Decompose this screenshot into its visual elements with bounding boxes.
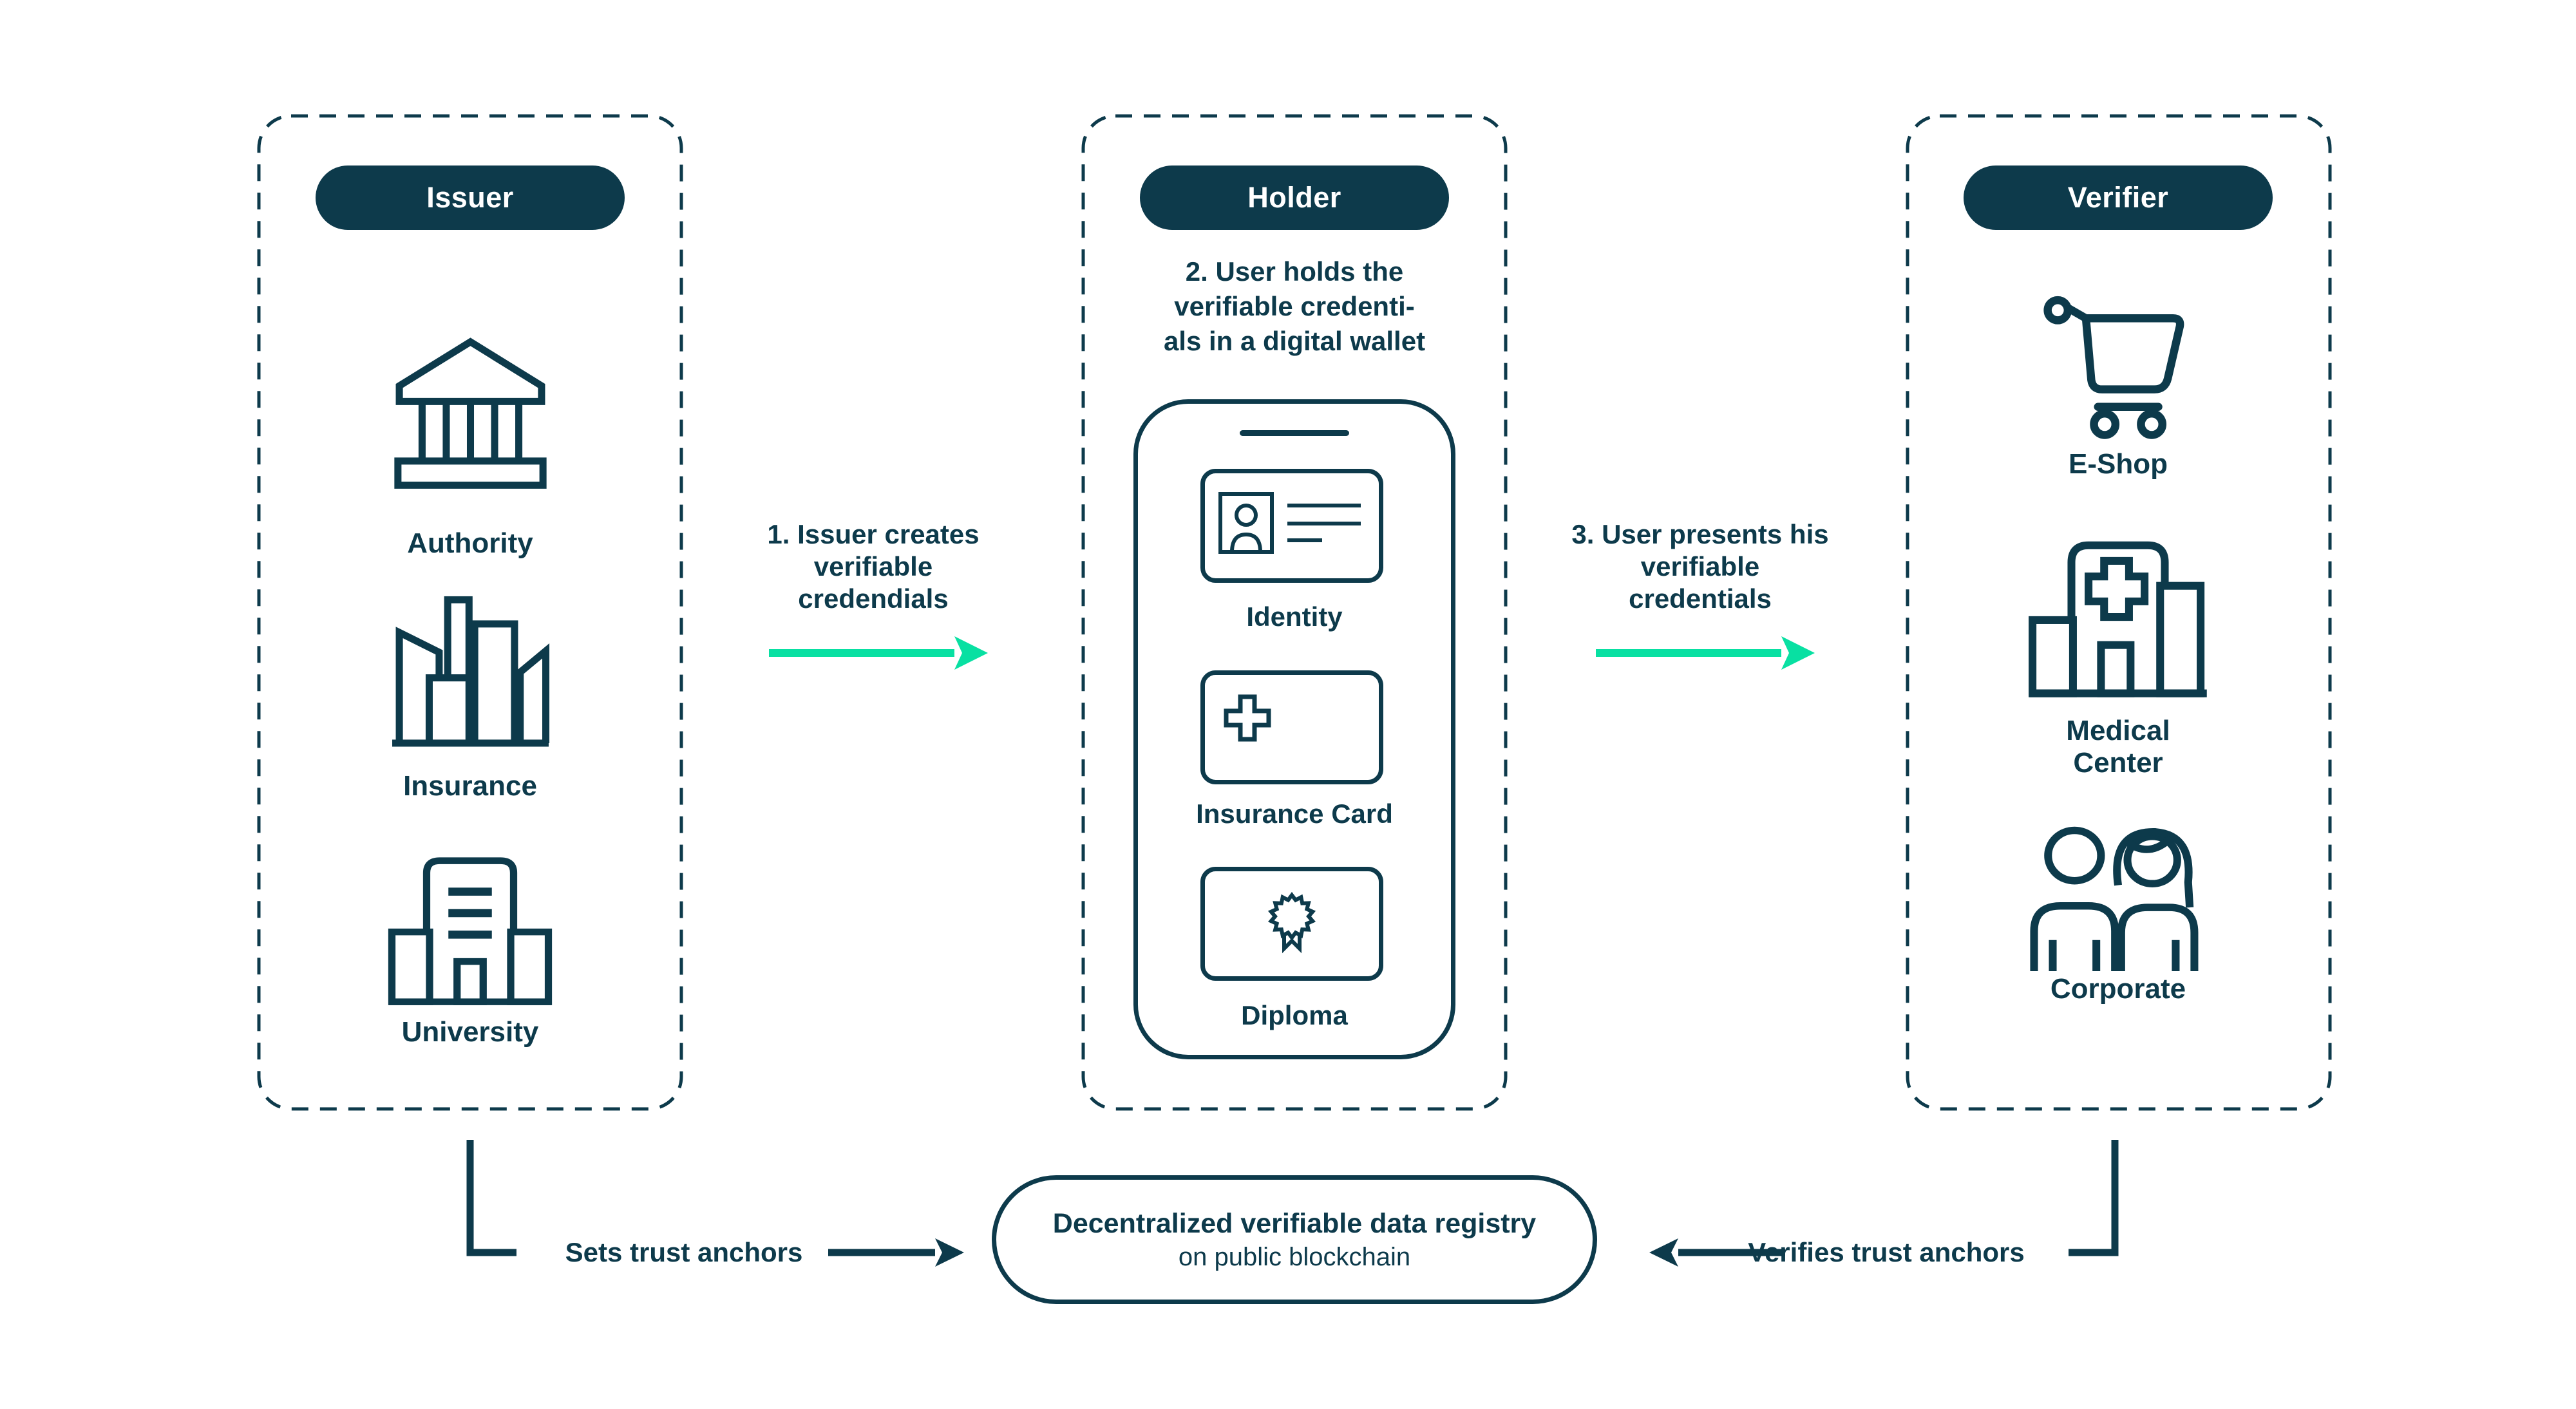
verifier-item-eshop-label: E-Shop bbox=[2069, 448, 2168, 480]
issuer-registry-connector bbox=[466, 1140, 516, 1256]
verifier-panel-border bbox=[1906, 114, 2332, 1111]
shopping-cart-icon bbox=[2043, 296, 2184, 439]
step3-text: 3. User presents his verifiable credenti… bbox=[1571, 518, 1828, 615]
verifier-badge: Verifier bbox=[1964, 165, 2273, 230]
medical-cross-card-icon bbox=[1200, 670, 1383, 784]
step1-text-line: verifiable bbox=[813, 551, 933, 582]
step3-arrowhead-icon bbox=[1781, 636, 1815, 670]
digital-wallet-phone: Identity Insurance Card Diploma bbox=[1133, 399, 1455, 1059]
registry-subtitle: on public blockchain bbox=[1178, 1243, 1411, 1271]
step3-text-line: verifiable bbox=[1640, 551, 1760, 582]
issuer-item-insurance-label: Insurance bbox=[403, 770, 537, 802]
university-building-icon bbox=[388, 857, 553, 1005]
wallet-card-identity-label: Identity bbox=[1246, 601, 1343, 632]
holder-step2-note-line: 2. User holds the bbox=[1185, 256, 1404, 287]
rosette-seal-icon bbox=[1267, 892, 1316, 941]
verifies-trust-anchors-arrowhead-icon bbox=[1649, 1238, 1678, 1267]
verifies-trust-anchors-label: Verifies trust anchors bbox=[1748, 1237, 2025, 1267]
verifier-item-medical-label: Medical Center bbox=[2066, 715, 2170, 779]
bank-icon bbox=[394, 337, 547, 489]
city-buildings-icon bbox=[392, 596, 550, 747]
step3-text-line: 3. User presents his bbox=[1571, 519, 1829, 549]
sets-trust-anchors-label: Sets trust anchors bbox=[565, 1237, 803, 1267]
step1-text-line: credendials bbox=[798, 583, 949, 614]
issuer-badge: Issuer bbox=[316, 165, 625, 230]
holder-step2-note-line: verifiable credenti- bbox=[1174, 291, 1415, 321]
issuer-panel-border bbox=[257, 114, 683, 1111]
holder-step2-note-line: als in a digital wallet bbox=[1163, 326, 1426, 356]
step1-arrowhead-icon bbox=[954, 636, 988, 670]
holder-panel-border bbox=[1081, 114, 1508, 1111]
hospital-icon bbox=[2029, 541, 2207, 697]
people-icon bbox=[2030, 826, 2199, 971]
registry-title: Decentralized verifiable data registry bbox=[1052, 1208, 1537, 1239]
step3-text-line: credentials bbox=[1629, 583, 1772, 614]
holder-step2-note: 2. User holds the verifiable credenti- a… bbox=[1164, 254, 1425, 359]
step1-text-line: 1. Issuer creates bbox=[767, 519, 980, 549]
verifier-item-corporate-label: Corporate bbox=[2050, 973, 2186, 1005]
id-card-icon bbox=[1200, 469, 1383, 583]
issuer-item-authority-label: Authority bbox=[407, 527, 533, 559]
diploma-seal-icon bbox=[1200, 867, 1383, 981]
issuer-item-university-label: University bbox=[401, 1016, 539, 1048]
phone-speaker-icon bbox=[1240, 430, 1349, 436]
verifier-registry-connector bbox=[2069, 1140, 2119, 1256]
holder-badge: Holder bbox=[1140, 165, 1449, 230]
sets-trust-anchors-arrowhead-icon bbox=[935, 1238, 964, 1267]
data-registry-box: Decentralized verifiable data registry o… bbox=[992, 1175, 1597, 1304]
step1-text: 1. Issuer creates verifiable credendials bbox=[767, 518, 979, 615]
wallet-card-diploma-label: Diploma bbox=[1241, 1000, 1348, 1030]
wallet-card-insurance-label: Insurance Card bbox=[1196, 799, 1393, 829]
